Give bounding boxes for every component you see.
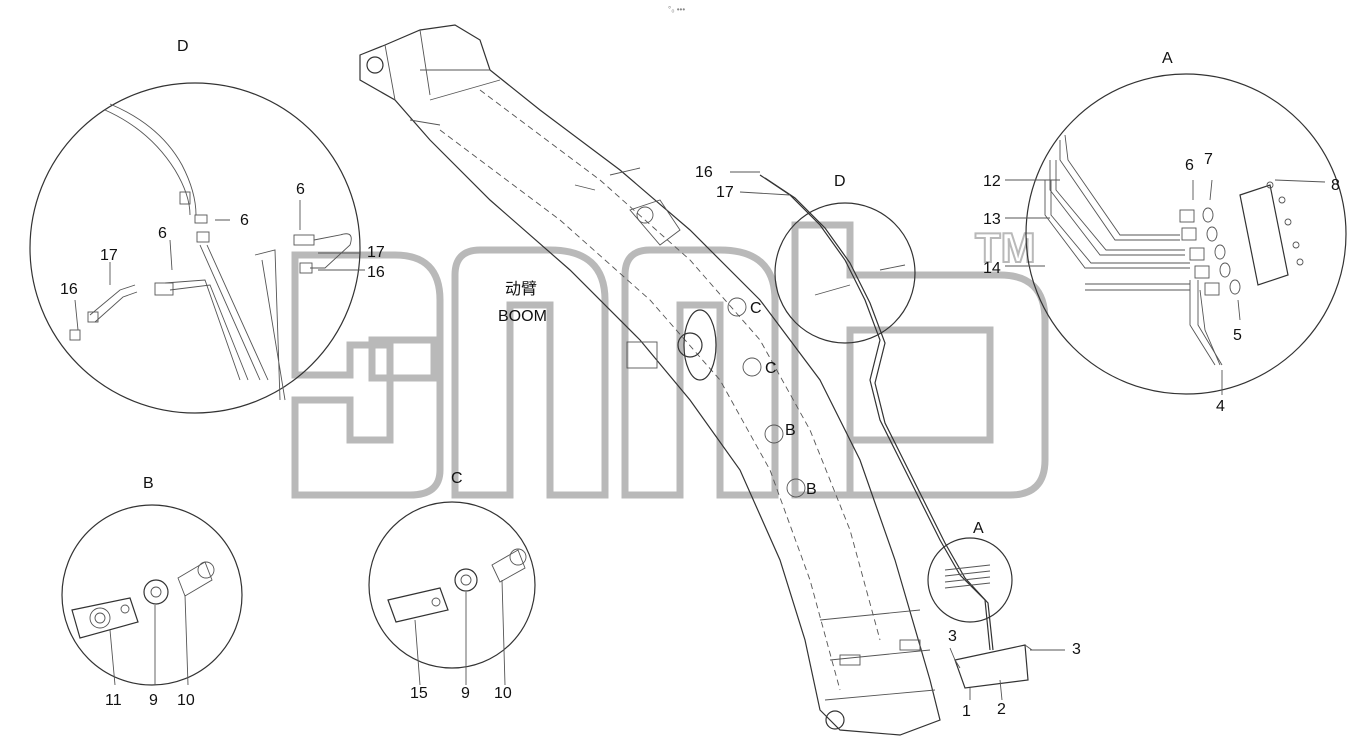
hose-line bbox=[759, 174, 994, 651]
boom-drawing bbox=[359, 24, 941, 736]
detail-a-n6: 6 bbox=[1185, 157, 1194, 174]
detail-b-n10: 10 bbox=[177, 692, 195, 709]
detail-c-n10: 10 bbox=[494, 685, 512, 702]
detail-a-n13: 13 bbox=[983, 211, 1001, 228]
boom-label-17: 17 bbox=[716, 184, 734, 201]
detail-d-n16b: 16 bbox=[367, 264, 385, 281]
detail-d-n6b: 6 bbox=[158, 225, 167, 242]
detail-a-n12: 12 bbox=[983, 173, 1001, 190]
boom-label-16: 16 bbox=[695, 164, 713, 181]
detail-b-n11: 11 bbox=[105, 692, 122, 709]
detail-d-n6c: 6 bbox=[296, 181, 305, 198]
detail-a: A 6 7 8 12 13 14 5 4 bbox=[983, 50, 1347, 415]
boom-part-3a: 3 bbox=[948, 628, 957, 645]
boom-callout-b2: B bbox=[806, 481, 817, 498]
boom-part-3b: 3 bbox=[1072, 641, 1081, 658]
detail-d-n17a: 17 bbox=[100, 247, 118, 264]
boom-detail-d-label: D bbox=[834, 173, 846, 190]
detail-b-title: B bbox=[143, 475, 154, 492]
detail-a-title: A bbox=[1162, 50, 1173, 67]
boom-label-en: BOOM bbox=[498, 308, 547, 325]
detail-d-title: D bbox=[177, 38, 189, 55]
boom-part-1: 1 bbox=[962, 703, 971, 720]
boom-detail-d-circle bbox=[774, 202, 916, 344]
detail-b-n9: 9 bbox=[149, 692, 158, 709]
boom-callout-b1: B bbox=[785, 422, 796, 439]
boom-detail-a-label: A bbox=[973, 520, 984, 537]
detail-c-circle bbox=[368, 501, 536, 669]
detail-a-n7: 7 bbox=[1204, 151, 1213, 168]
detail-d-circle bbox=[29, 82, 361, 414]
detail-a-n5: 5 bbox=[1233, 327, 1242, 344]
boom-label-cn: 动臂 bbox=[505, 280, 537, 298]
boom-fittings-a bbox=[944, 564, 991, 589]
detail-c-n9: 9 bbox=[461, 685, 470, 702]
boom-callouts: C C B B bbox=[727, 297, 817, 498]
watermark-logo: TM bbox=[291, 221, 1049, 499]
detail-a-circle bbox=[1025, 73, 1347, 395]
detail-b: B 11 9 10 bbox=[61, 475, 243, 709]
top-marker: °₀ ••• bbox=[668, 5, 685, 14]
detail-c-title: C bbox=[451, 470, 463, 487]
detail-a-n4: 4 bbox=[1216, 398, 1225, 415]
boom-detail-a-circle bbox=[927, 537, 1013, 623]
detail-a-n8: 8 bbox=[1331, 177, 1340, 194]
detail-b-circle bbox=[61, 504, 243, 686]
detail-d-n16a: 16 bbox=[60, 281, 78, 298]
detail-d-n6a: 6 bbox=[240, 212, 249, 229]
detail-a-n14: 14 bbox=[983, 260, 1001, 277]
boom-callout-c1: C bbox=[750, 300, 762, 317]
boom-callout-c2: C bbox=[765, 360, 777, 377]
detail-c: C 15 9 10 bbox=[368, 470, 536, 702]
detail-d-n17b: 17 bbox=[367, 244, 385, 261]
detail-d: D 6 6 6 17 16 17 16 bbox=[29, 38, 385, 414]
boom-bracket: 3 3 1 2 bbox=[948, 628, 1081, 720]
detail-c-n15: 15 bbox=[410, 685, 428, 702]
boom-part-2: 2 bbox=[997, 701, 1006, 718]
